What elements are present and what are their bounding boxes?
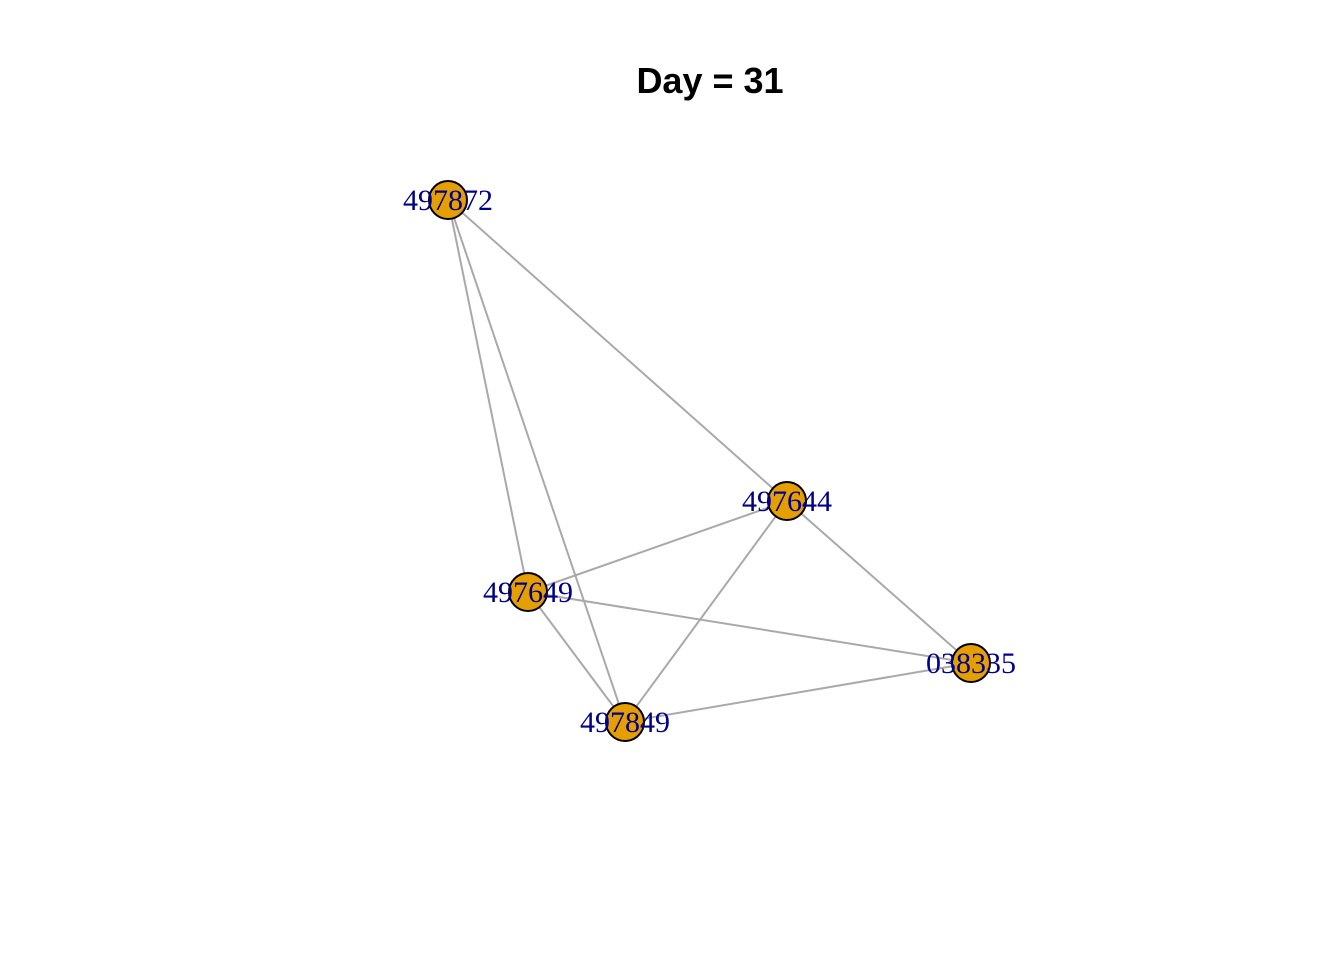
node-label: 497644	[742, 485, 832, 518]
node-label: 038335	[926, 647, 1016, 680]
node-label: 497849	[580, 706, 670, 739]
graph-edge	[527, 591, 972, 664]
graph-edge	[527, 591, 626, 723]
graph-node	[605, 702, 645, 742]
graph-node	[767, 481, 807, 521]
graph-node	[508, 572, 548, 612]
graph-edge	[786, 500, 972, 664]
edges-layer	[447, 199, 972, 723]
nodes-layer	[428, 180, 991, 742]
graph-edge	[447, 199, 788, 502]
graph-node	[428, 180, 468, 220]
graph-edge	[447, 199, 626, 723]
node-label: 497649	[483, 576, 573, 609]
labels-layer: 497872 497644 497649 038335 497849	[403, 184, 1016, 739]
node-label: 497872	[403, 184, 493, 217]
graph-edge	[447, 199, 529, 593]
graph-edge	[527, 500, 788, 593]
graph-edge	[624, 500, 788, 723]
graph-node	[951, 643, 991, 683]
graph-edge	[624, 662, 972, 723]
plot-title: Day = 31	[636, 60, 783, 101]
